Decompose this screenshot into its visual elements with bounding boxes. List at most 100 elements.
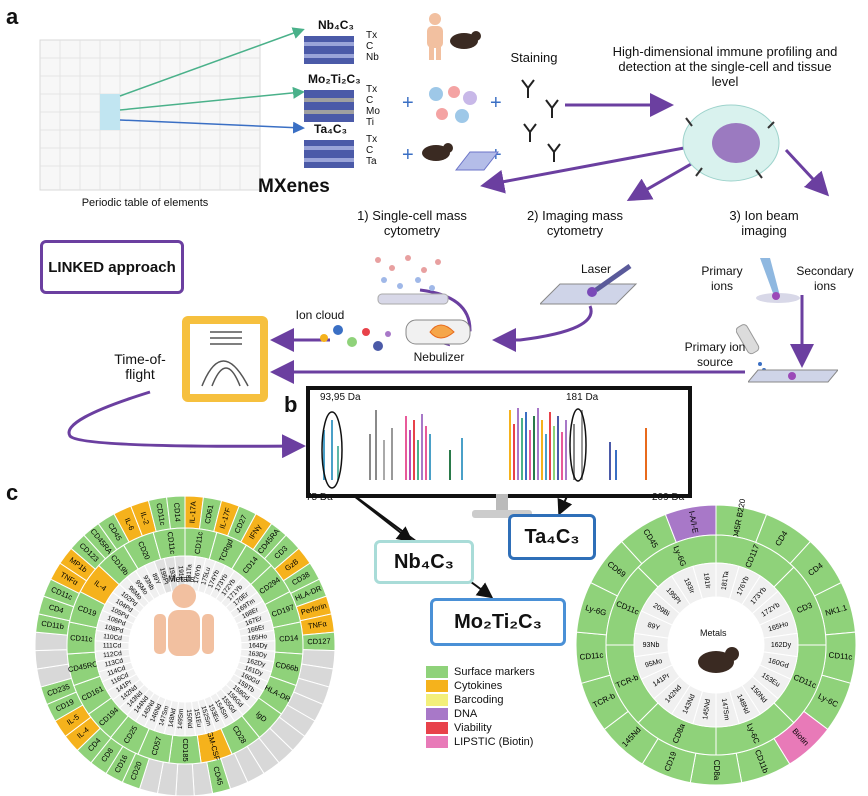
plus-icon: + [402, 92, 414, 114]
spectrum-right-mark: 181 Da [566, 392, 599, 403]
callout-moti-label: Mo₂Ti₂C₃ [454, 610, 542, 633]
primary-ion-source-label: Primary ion source [684, 340, 746, 369]
legend-item: Cytokines [426, 680, 535, 692]
human-outer-ring-label: IL-2 [139, 511, 151, 526]
human-metal-ring-label: 181Ta [185, 564, 193, 582]
term: Tx [366, 30, 378, 41]
human-metal-ring-label: 191Ir [177, 566, 185, 582]
staining-label: Staining [510, 50, 558, 65]
linked-approach-box: LINKED approach [40, 240, 184, 294]
term: Tx [366, 134, 378, 145]
mxene-ta: Ta₄C₃ [302, 122, 362, 177]
term: Nb [366, 52, 379, 63]
callout-ta: Ta₄C₃ [508, 514, 596, 560]
mxene-ta-terms: Tx C Ta [366, 134, 377, 167]
periodic-table-grid [39, 39, 261, 191]
legend-swatch [426, 680, 448, 692]
mouse-icon [422, 143, 453, 161]
mouse-metal-ring-segment [692, 562, 717, 600]
time-of-flight-detector [182, 316, 268, 402]
secondary-ions-label: Secondary ions [796, 264, 854, 293]
mouse-metal-ring-label: 95Mo [644, 658, 663, 670]
linked-approach-label: LINKED approach [48, 258, 176, 276]
human-metal-ring-label: 112Cd [103, 650, 123, 659]
nebulizer-icon [405, 319, 471, 345]
mouse-outer-ring-label: CD11c [828, 651, 853, 662]
human-metal-ring-label: 149Sm [177, 708, 185, 729]
legend-swatch [426, 722, 448, 734]
term: Tx [366, 84, 378, 95]
callout-ta-label: Ta₄C₃ [524, 525, 580, 548]
spectrum-peaks-cluster-b [509, 408, 567, 480]
legend-label: Barcoding [454, 694, 504, 706]
legend-item: DNA [426, 708, 535, 720]
legend-swatch [426, 708, 448, 720]
nebulizer-label: Nebulizer [413, 350, 465, 364]
mxenes-title: MXenes [258, 176, 330, 197]
antibodies-icon [521, 79, 561, 162]
mouse-metal-ring-label: 162Dy [771, 642, 792, 649]
mouse-metal-ring-label: 191Ir [702, 572, 711, 589]
human-outer-ring-label: CD11c [154, 502, 167, 526]
laser-slide-icon [540, 264, 638, 305]
plus-icon: + [402, 144, 414, 166]
laser-label: Laser [580, 262, 612, 276]
callout-nb: Nb₄C₃ [374, 540, 474, 584]
mouse-outer-ring-label: CD11c [579, 651, 604, 662]
panel-letter-b: b [284, 392, 298, 417]
mouse-metal-ring-label: 93Nb [643, 642, 660, 649]
human-inner-ring-label: CD11c [193, 531, 205, 555]
legend-item: LIPSTIC (Biotin) [426, 736, 535, 748]
human-figure-icon [427, 13, 443, 60]
mouse-metal-ring-label: 145Nd [702, 699, 712, 721]
spectrum-peaks-cluster-a [405, 414, 431, 480]
method-imaging-label: 2) Imaging mass cytometry [526, 208, 624, 238]
term: C [366, 41, 374, 52]
legend-item: Surface markers [426, 666, 535, 678]
mass-spectrum [321, 408, 647, 489]
human-metal-ring-label: 195Pt [158, 567, 170, 585]
mouse-icon [450, 31, 481, 49]
primary-ions-label: Primary ions [701, 264, 743, 293]
ion-cloud-icon [320, 325, 391, 351]
ion-beam-icon [756, 258, 800, 303]
legend-label: Cytokines [454, 680, 503, 692]
method-single-cell-label: 1) Single-cell mass cytometry [357, 208, 467, 238]
panel-letter-a: a [6, 4, 19, 29]
human-inner-ring-label: CD11c [165, 531, 177, 555]
ion-cloud-label: Ion cloud [295, 308, 345, 322]
category-legend: Surface markers Cytokines Barcoding DNA … [426, 666, 535, 750]
sample-slide-icon [748, 369, 838, 383]
mxene-ta-crystal-icon [304, 140, 354, 168]
spectrum-peaks-left [323, 410, 393, 480]
human-outer-ring-label: CD61 [203, 504, 215, 525]
mxene-nb: Nb₄C₃ [302, 18, 362, 73]
term: Mo [366, 106, 380, 117]
human-inner-ring-label: CD185 [181, 738, 190, 761]
term: C [366, 145, 374, 156]
human-metal-ring-label: 162Dy [246, 657, 267, 668]
human-metal-ring-label: 150Nd [185, 709, 193, 729]
profiling-label: High-dimensional immune profiling and de… [612, 44, 838, 89]
plus-icon: + [490, 92, 502, 114]
cells-icon [429, 86, 477, 123]
cell-suspension-icon [375, 255, 449, 305]
legend-label: LIPSTIC (Biotin) [454, 736, 534, 748]
human-outer-ring-label: IL-17A [188, 501, 198, 524]
term: Ta [366, 156, 377, 167]
human-outer-ring-label: CD127 [307, 637, 331, 647]
human-metal-ring-label: 89Y [150, 572, 161, 586]
mxene-nb-name: Nb₄C₃ [318, 18, 354, 32]
human-inner-ring-label: CD14 [279, 633, 299, 643]
mouse-outer-ring-label: CD8a [712, 760, 721, 781]
human-metal-ring-label: 110Cd [103, 633, 123, 642]
time-of-flight-label: Time-of-flight [114, 351, 166, 382]
mxene-nb-terms: Tx C Nb [366, 30, 379, 63]
legend-label: Surface markers [454, 666, 535, 678]
human-outer-ring-segment [175, 763, 195, 796]
mouse-metal-ring-label: 147Sm [720, 698, 730, 721]
human-metals-label: Metals [168, 574, 195, 584]
spectrum-min-label: 75 Da [306, 492, 333, 503]
spectrum-monitor [306, 386, 692, 498]
